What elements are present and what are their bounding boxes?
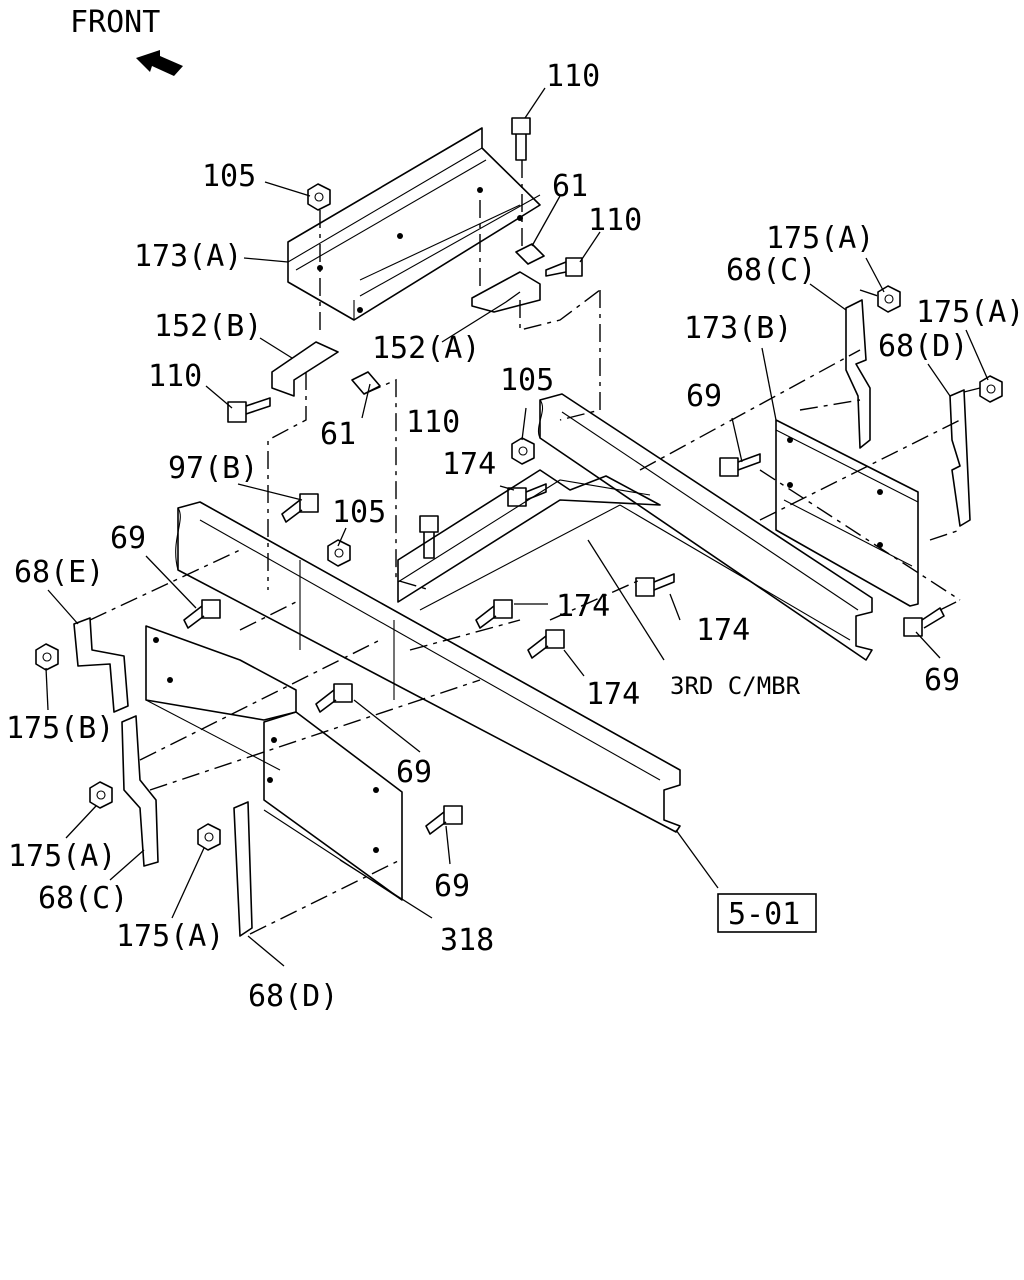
bracket-68d-right (949, 389, 971, 527)
label-175a-r1: 175(A) (766, 221, 874, 256)
bolt-110-mid-icon (419, 515, 439, 559)
nut-105-top-icon (307, 183, 331, 211)
bolt-69-c2-icon (425, 805, 463, 835)
bolt-174-c-icon (475, 599, 513, 629)
label-105-top: 105 (202, 159, 256, 194)
label-110-right: 110 (588, 203, 642, 238)
label-68d-right: 68(D) (878, 329, 968, 364)
bolt-69-r2-icon (903, 607, 945, 637)
label-173b: 173(B) (684, 311, 792, 346)
bracket-152b (271, 341, 339, 397)
label-68c-right: 68(C) (726, 253, 816, 288)
reference-label: 5-01 (728, 897, 800, 932)
label-174-b: 174 (556, 589, 610, 624)
bolt-174-d-icon (527, 629, 565, 659)
label-97b: 97(B) (168, 451, 258, 486)
assembly-lines (89, 160, 981, 935)
nut-105-mid-icon (511, 437, 535, 465)
third-cross-member (397, 469, 661, 611)
bolt-174-b-icon (635, 573, 675, 597)
label-105-low: 105 (332, 495, 386, 530)
leader-lines (45, 87, 989, 967)
label-68d-left: 68(D) (248, 979, 338, 1014)
label-174-d: 174 (586, 677, 640, 712)
label-61-mid: 61 (320, 417, 356, 452)
plate-61-lower (351, 371, 381, 395)
bolt-69-r1-icon (719, 453, 761, 477)
label-3rd-cross-member: 3RD C/MBR (670, 672, 801, 700)
label-105-mid: 105 (500, 363, 554, 398)
bolt-174-a-icon (507, 483, 547, 507)
label-68e: 68(E) (14, 555, 104, 590)
nut-175b-icon (35, 643, 59, 671)
label-175a-l1: 175(A) (8, 839, 116, 874)
nut-175a-r2-icon (979, 375, 1003, 403)
front-arrow-icon (136, 50, 183, 76)
label-152a: 152(A) (372, 331, 480, 366)
bolt-97b-icon (281, 493, 319, 523)
nut-175a-l1-icon (89, 781, 113, 809)
reference-5-01[interactable]: 5-01 (717, 893, 817, 933)
bolt-110-left-icon (227, 397, 271, 423)
label-68c-left: 68(C) (38, 881, 128, 916)
bracket-68e (73, 617, 129, 713)
bolt-69-c1-icon (315, 683, 353, 713)
label-175a-l2: 175(A) (116, 919, 224, 954)
bracket-152a (471, 271, 541, 313)
label-175b: 175(B) (6, 711, 114, 746)
bolt-110-top-icon (511, 117, 531, 161)
label-174-a: 174 (442, 447, 496, 482)
label-152b: 152(B) (154, 309, 262, 344)
nut-105-low-icon (327, 539, 351, 567)
nut-175a-r1-icon (877, 285, 901, 313)
plate-61-upper (515, 243, 545, 265)
label-318: 318 (440, 923, 494, 958)
nut-175a-l2-icon (197, 823, 221, 851)
right-frame-rail (538, 393, 873, 661)
plate-318 (263, 711, 403, 901)
bracket-68d-left (233, 801, 253, 937)
label-69-c1: 69 (396, 755, 432, 790)
bracket-68c-right (845, 299, 871, 449)
bracket-173a (287, 127, 541, 321)
label-175a-r2: 175(A) (916, 295, 1024, 330)
left-frame-rail (175, 501, 681, 833)
label-69-r1: 69 (686, 379, 722, 414)
plate-left-rear (145, 625, 297, 771)
label-61-top: 61 (552, 169, 588, 204)
label-69-l1: 69 (110, 521, 146, 556)
label-173a: 173(A) (134, 239, 242, 274)
label-110-mid: 110 (406, 405, 460, 440)
bracket-173b (775, 419, 919, 607)
label-69-r2: 69 (924, 663, 960, 698)
bolt-69-l1-icon (183, 599, 221, 629)
front-label: FRONT (70, 5, 160, 40)
label-69-c2: 69 (434, 869, 470, 904)
label-174-c: 174 (696, 613, 750, 648)
bracket-68c-left (121, 715, 159, 867)
label-110-left: 110 (148, 359, 202, 394)
label-110-top: 110 (546, 59, 600, 94)
bolt-110-right-icon (545, 257, 583, 277)
